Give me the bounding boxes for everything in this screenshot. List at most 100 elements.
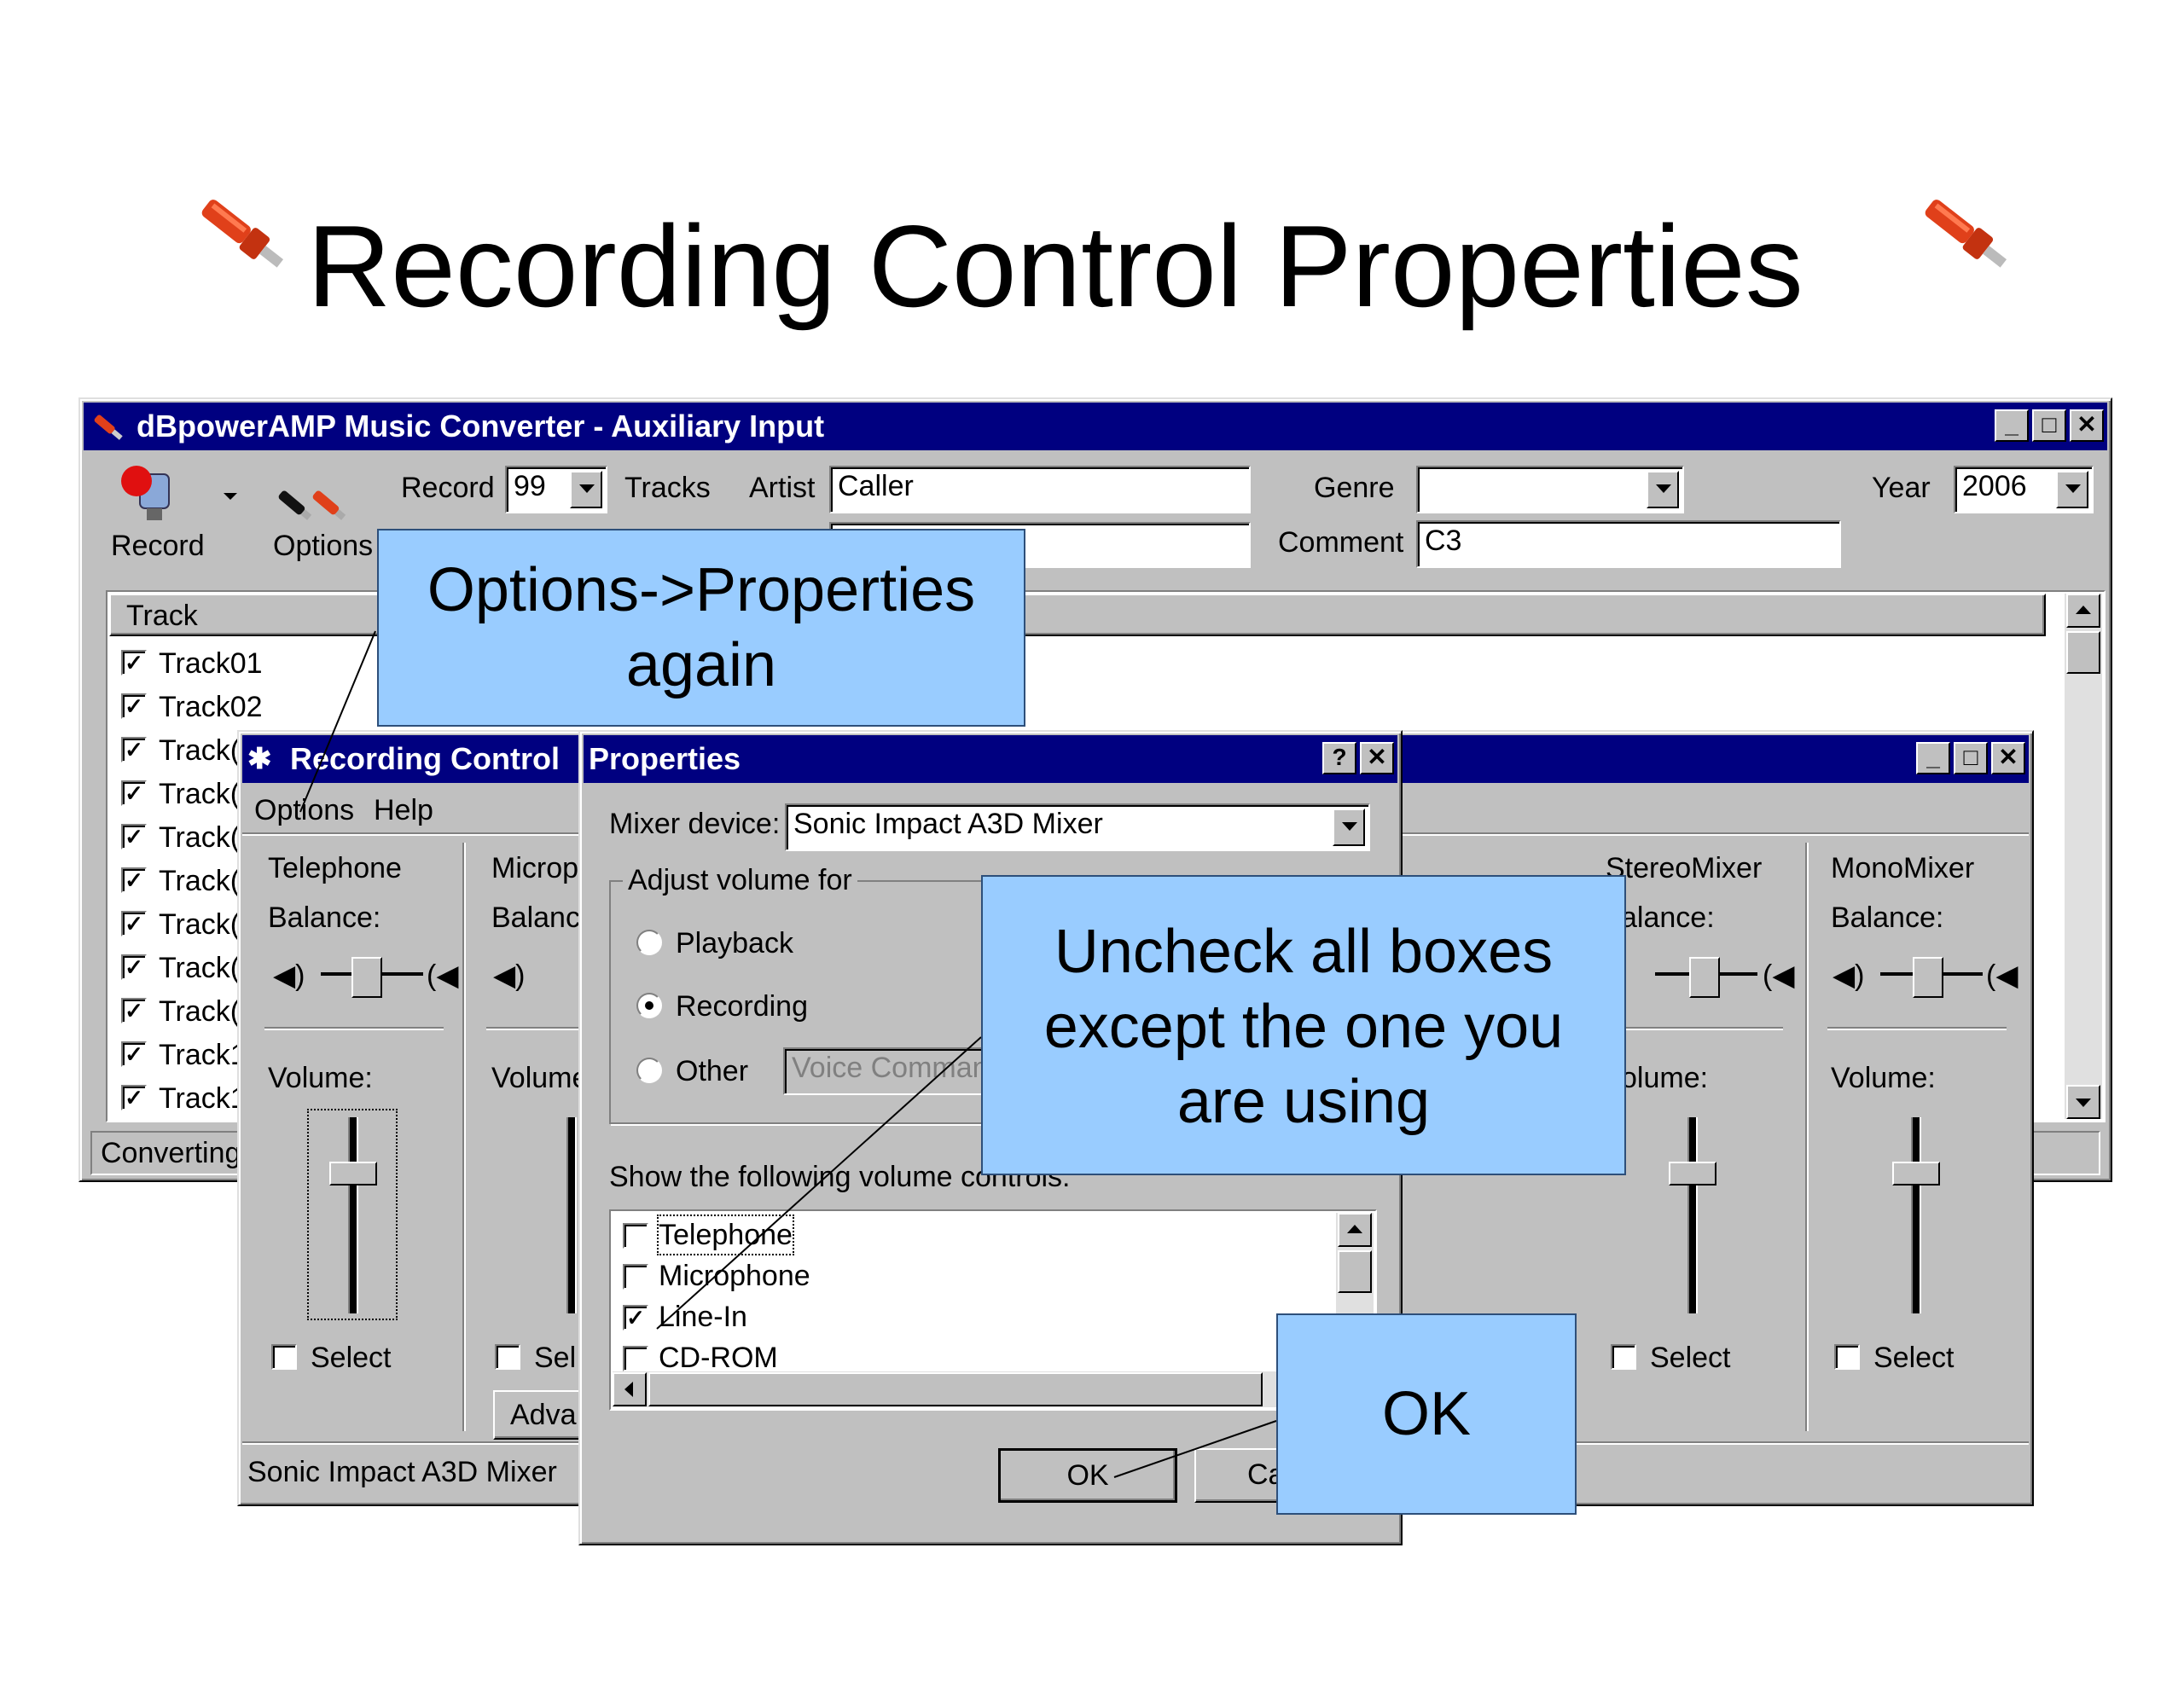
recording-radio[interactable]: [636, 993, 662, 1018]
ok-button[interactable]: OK: [998, 1448, 1177, 1503]
monomixer-balance-thumb[interactable]: [1913, 957, 1943, 998]
record-count-value: 99: [514, 470, 546, 502]
control-label[interactable]: CD-ROM: [659, 1342, 778, 1374]
scroll-thumb[interactable]: [2066, 631, 2100, 674]
track-checkbox[interactable]: ✓: [121, 737, 147, 762]
microphone-volume-track: [566, 1117, 577, 1313]
menu-options[interactable]: Options: [254, 794, 355, 826]
controls-hscrollbar[interactable]: [613, 1371, 1334, 1407]
track-label[interactable]: Track(: [159, 865, 241, 897]
rca-plug-icon-right: [1925, 200, 2007, 268]
year-dropdown[interactable]: [2056, 471, 2088, 508]
track-checkbox[interactable]: ✓: [121, 1085, 147, 1110]
track-checkbox[interactable]: ✓: [121, 650, 147, 675]
control-checkbox[interactable]: [623, 1346, 648, 1371]
scroll-up-arrow[interactable]: [2066, 594, 2100, 628]
converter-status-text: Converting: [101, 1137, 241, 1169]
microphone-record-icon[interactable]: [114, 462, 183, 527]
cables-icon[interactable]: [273, 481, 350, 529]
scroll-down-arrow[interactable]: [2066, 1085, 2100, 1119]
control-checkbox[interactable]: [623, 1223, 648, 1249]
genre-field[interactable]: [1416, 466, 1684, 513]
track-label[interactable]: Track(: [159, 952, 241, 984]
control-label[interactable]: Microphone: [659, 1260, 810, 1292]
controls-scroll-up[interactable]: [1338, 1213, 1372, 1247]
genre-dropdown[interactable]: [1647, 471, 1679, 508]
playback-label[interactable]: Playback: [676, 927, 793, 959]
record-count-dropdown[interactable]: [570, 471, 602, 508]
record-label[interactable]: Record: [111, 530, 205, 562]
control-label[interactable]: Line-In: [659, 1301, 747, 1333]
channel-microphone-name: Microph: [491, 852, 595, 884]
channel-monomixer-name: MonoMixer: [1831, 852, 1975, 884]
advanced-button[interactable]: Adva: [493, 1390, 587, 1440]
record-dropdown-arrow[interactable]: [224, 493, 237, 500]
other-label[interactable]: Other: [676, 1055, 749, 1087]
controls-hscroll-thumb[interactable]: [648, 1372, 1263, 1406]
monomixer-select-checkbox[interactable]: [1834, 1344, 1860, 1370]
track-label[interactable]: Track02: [159, 691, 263, 723]
control-checkbox[interactable]: ✓: [623, 1305, 648, 1330]
track-checkbox[interactable]: ✓: [121, 693, 147, 719]
track-label[interactable]: Track(: [159, 908, 241, 941]
rc-close-button[interactable]: ✕: [1991, 742, 2025, 774]
rc-maximize-button[interactable]: □: [1954, 742, 1988, 774]
monomixer-select-label[interactable]: Select: [1873, 1342, 1955, 1374]
record-count-field[interactable]: 99: [505, 466, 607, 513]
recording-label[interactable]: Recording: [676, 990, 808, 1023]
telephone-balance-thumb[interactable]: [351, 957, 382, 998]
mixer-device-dropdown[interactable]: [1333, 809, 1365, 846]
maximize-button[interactable]: □: [2032, 409, 2066, 442]
stereomixer-balance-thumb[interactable]: [1689, 957, 1720, 998]
stereomixer-select-checkbox[interactable]: [1611, 1344, 1636, 1370]
control-checkbox[interactable]: [623, 1264, 648, 1290]
monomixer-volume-thumb[interactable]: [1892, 1162, 1940, 1186]
track-checkbox[interactable]: ✓: [121, 998, 147, 1023]
track-checkbox[interactable]: ✓: [121, 780, 147, 806]
controls-scroll-thumb[interactable]: [1338, 1250, 1372, 1293]
track-label[interactable]: Track(: [159, 995, 241, 1028]
control-label[interactable]: Telephone: [657, 1215, 794, 1255]
telephone-select-label[interactable]: Select: [311, 1342, 392, 1374]
track-label[interactable]: Track(: [159, 734, 241, 767]
monomixer-volume-track: [1911, 1117, 1921, 1313]
track-checkbox[interactable]: ✓: [121, 824, 147, 849]
menu-help[interactable]: Help: [374, 794, 433, 826]
close-button[interactable]: ✕: [2070, 409, 2104, 442]
track-label[interactable]: Track1: [159, 1082, 247, 1115]
telephone-select-checkbox[interactable]: [271, 1344, 297, 1370]
track-scrollbar[interactable]: [2065, 594, 2102, 1119]
minimize-button[interactable]: _: [1995, 409, 2029, 442]
channel-monomixer-balance-label: Balance:: [1831, 901, 1944, 934]
year-field[interactable]: 2006: [1954, 466, 2094, 513]
uncheck-boxes-callout: Uncheck all boxes except the one you are…: [981, 875, 1626, 1175]
controls-scroll-left[interactable]: [613, 1372, 647, 1406]
channel-stereomixer-volume-label: olume:: [1621, 1062, 1709, 1094]
stereomixer-select-label[interactable]: Select: [1650, 1342, 1731, 1374]
channel-telephone-name: Telephone: [268, 852, 402, 884]
track-label[interactable]: Track01: [159, 647, 263, 680]
track-label[interactable]: Track(: [159, 821, 241, 854]
microphone-select-label[interactable]: Sel: [534, 1342, 577, 1374]
properties-close-button[interactable]: ✕: [1360, 742, 1394, 774]
track-checkbox[interactable]: ✓: [121, 1041, 147, 1067]
track-checkbox[interactable]: ✓: [121, 911, 147, 936]
track-label[interactable]: Track(: [159, 778, 241, 810]
rc-minimize-button[interactable]: _: [1916, 742, 1950, 774]
mixer-device-value: Sonic Impact A3D Mixer: [793, 808, 1103, 840]
comment-field[interactable]: C3: [1416, 520, 1841, 568]
microphone-select-checkbox[interactable]: [495, 1344, 520, 1370]
channel-divider-4: [1805, 843, 1809, 1431]
stereomixer-volume-thumb[interactable]: [1669, 1162, 1716, 1186]
playback-radio[interactable]: [636, 930, 662, 955]
track-checkbox[interactable]: ✓: [121, 867, 147, 893]
track-checkbox[interactable]: ✓: [121, 954, 147, 980]
track-label[interactable]: Track1: [159, 1039, 247, 1071]
telephone-volume-thumb[interactable]: [329, 1162, 377, 1186]
options-label[interactable]: Options: [273, 530, 374, 562]
artist-field[interactable]: Caller: [829, 466, 1251, 513]
other-radio[interactable]: [636, 1058, 662, 1083]
mixer-device-select[interactable]: Sonic Impact A3D Mixer: [785, 803, 1370, 851]
help-button[interactable]: ?: [1322, 742, 1356, 774]
